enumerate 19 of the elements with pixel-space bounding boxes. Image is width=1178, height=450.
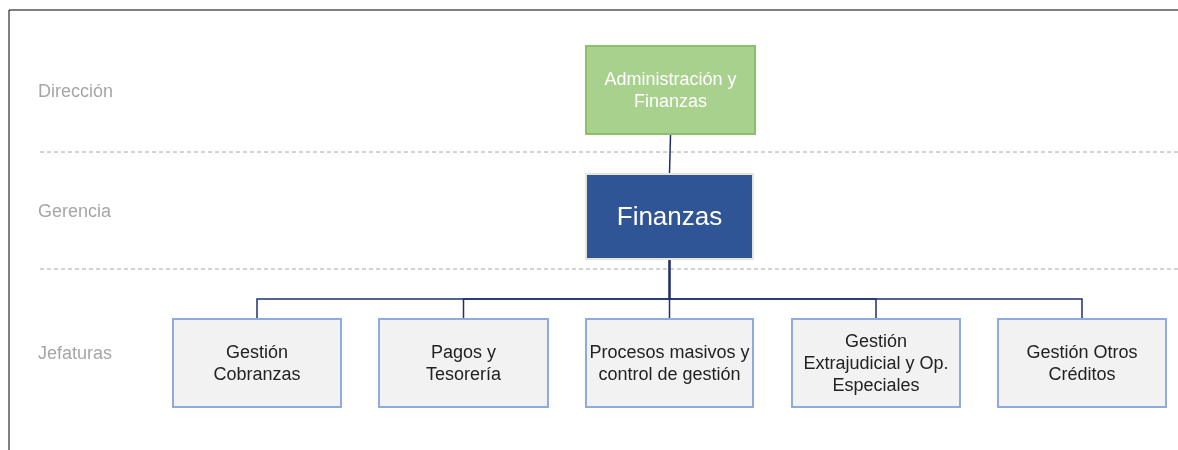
box-label: Procesos masivos y control de gestión: [588, 341, 751, 385]
box-label: Gestión Cobranzas: [212, 341, 302, 385]
department-box: [997, 318, 1167, 408]
box-label: Administración y Finanzas: [603, 68, 738, 112]
level-label: Jefaturas: [38, 343, 113, 364]
box-label: Finanzas: [616, 201, 723, 232]
level-label: Gerencia: [38, 201, 112, 222]
connector-line: [668, 134, 672, 174]
box-label: Pagos y Tesorería: [424, 341, 502, 385]
department-box: [791, 318, 961, 408]
connector-line: [668, 259, 1083, 319]
director-box: [585, 45, 756, 135]
box-label: Gestión Extrajudicial y Op. Especiales: [802, 330, 950, 396]
manager-box: [585, 173, 754, 260]
level-label: Dirección: [38, 81, 114, 102]
department-box: [378, 318, 549, 408]
department-box: [585, 318, 754, 408]
box-label: Gestión Otros Créditos: [1025, 341, 1139, 385]
department-box: [172, 318, 342, 408]
